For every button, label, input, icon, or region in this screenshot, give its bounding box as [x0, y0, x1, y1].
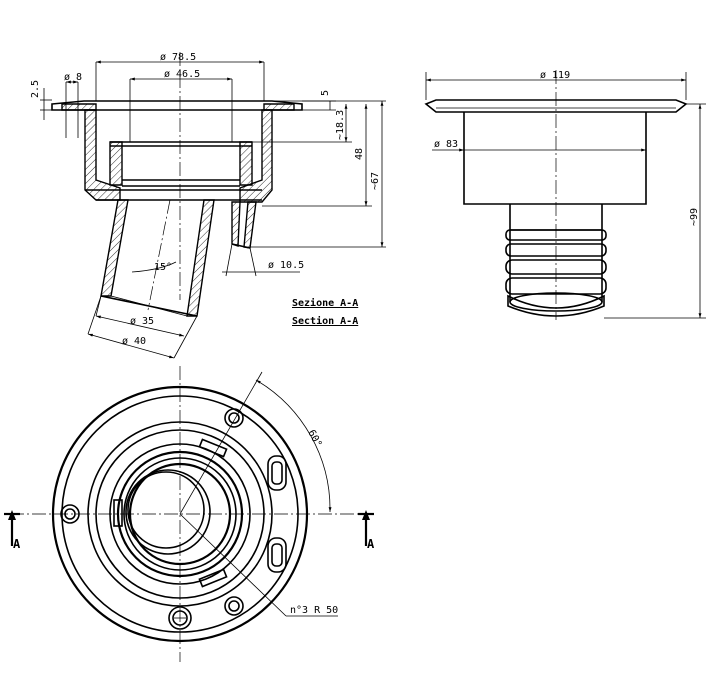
svg-text:A: A [367, 537, 375, 551]
section-view: ø 78.5 ø 46.5 2.5 ø 8 2.5 5 ~18.3 48 ~67… [30, 52, 386, 359]
dim-plan-angle: 60° [305, 428, 323, 449]
dim-side-body-dia: ø 83 [434, 139, 458, 150]
plan-view: 60° n°3 R 50 A A [4, 366, 375, 662]
dim-rim: 5 [320, 90, 331, 96]
dim-overall-height: ~67 [370, 172, 381, 190]
section-title-english: Section A-A [292, 315, 358, 327]
section-marker-right: A [358, 510, 375, 551]
section-title-italian: Sezione A-A [292, 297, 358, 309]
side-view: ø 119 ø 83 ~99 [424, 70, 706, 320]
svg-text:A: A [13, 537, 21, 551]
dim-angle: 15° [154, 262, 172, 273]
dim-plan-holes: n°3 R 50 [290, 605, 338, 616]
screw-hole-top-right [224, 408, 244, 428]
section-marker-left: A [4, 510, 21, 551]
dim-flange-thickness: 2.5 [30, 80, 41, 98]
dim-hole-dia-label: ø 8 [64, 72, 82, 83]
drain-hole-bottom [168, 606, 192, 630]
screw-hole-bottom-right [224, 596, 244, 616]
dim-depth-inner: ~18.3 [335, 110, 346, 140]
dim-flange-dia: ø 78.5 [160, 52, 196, 63]
screw-hole-left [60, 504, 80, 524]
dim-outlet-inner: ø 35 [130, 316, 154, 327]
dim-nozzle: ø 10.5 [268, 260, 304, 271]
dim-side-flange-dia: ø 119 [540, 70, 570, 81]
dim-inner-dia: ø 46.5 [164, 69, 200, 80]
dim-side-overall: ~99 [689, 208, 700, 226]
dim-outlet-outer: ø 40 [122, 336, 146, 347]
dim-height: 48 [354, 148, 365, 160]
